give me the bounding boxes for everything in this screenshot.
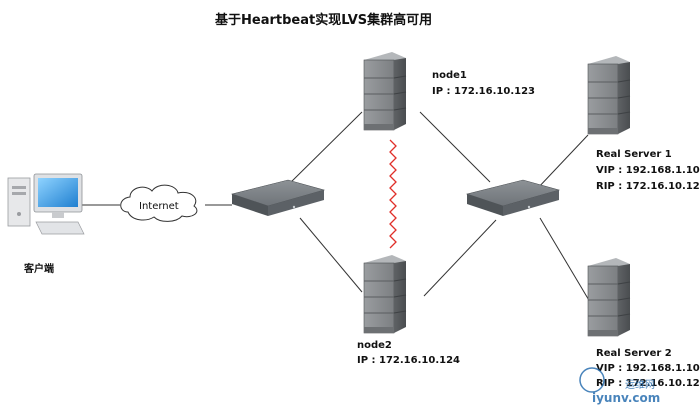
node2-name: node2 (357, 340, 392, 351)
rs2-vip: VIP : 192.168.1.10 (596, 363, 700, 374)
links (75, 111, 591, 303)
watermark-text: iyunv.com (592, 391, 660, 405)
node2-server-icon (363, 254, 407, 334)
watermark-logo: 运维网 iyunv.com (579, 367, 660, 405)
rs1-rip: RIP : 172.16.10.125 (596, 181, 700, 192)
link-node1-switch2 (419, 111, 491, 183)
node2-ip: IP : 172.16.10.124 (357, 355, 460, 366)
node1-name: node1 (432, 70, 467, 81)
client-computer-icon (7, 173, 85, 235)
link-switch-node2 (299, 217, 363, 293)
rs2-rip: RIP : 172.16.10.126 (596, 378, 700, 389)
internet-label: Internet (139, 201, 179, 212)
node1-ip: IP : 172.16.10.123 (432, 86, 535, 97)
heartbeat-link (389, 139, 397, 249)
real-server-2-icon (587, 257, 631, 337)
internet-cloud-icon (120, 184, 198, 222)
node1-server-icon (363, 51, 407, 131)
real-server-1-icon (587, 55, 631, 135)
watermark-sub: 运维网 (625, 378, 655, 391)
diagram-title: 基于Heartbeat实现LVS集群高可用 (214, 12, 432, 28)
link-node2-switch2 (423, 219, 497, 297)
rs2-name: Real Server 2 (596, 348, 672, 359)
director-switch-icon (231, 179, 325, 217)
link-switch2-rs2 (539, 217, 591, 303)
rs1-vip: VIP : 192.168.1.10 (596, 165, 700, 176)
link-switch-node1 (284, 111, 363, 189)
client-label: 客户端 (23, 262, 54, 275)
realserver-switch-icon (466, 179, 560, 217)
link-switch2-rs1 (535, 134, 589, 191)
rs1-name: Real Server 1 (596, 149, 672, 160)
